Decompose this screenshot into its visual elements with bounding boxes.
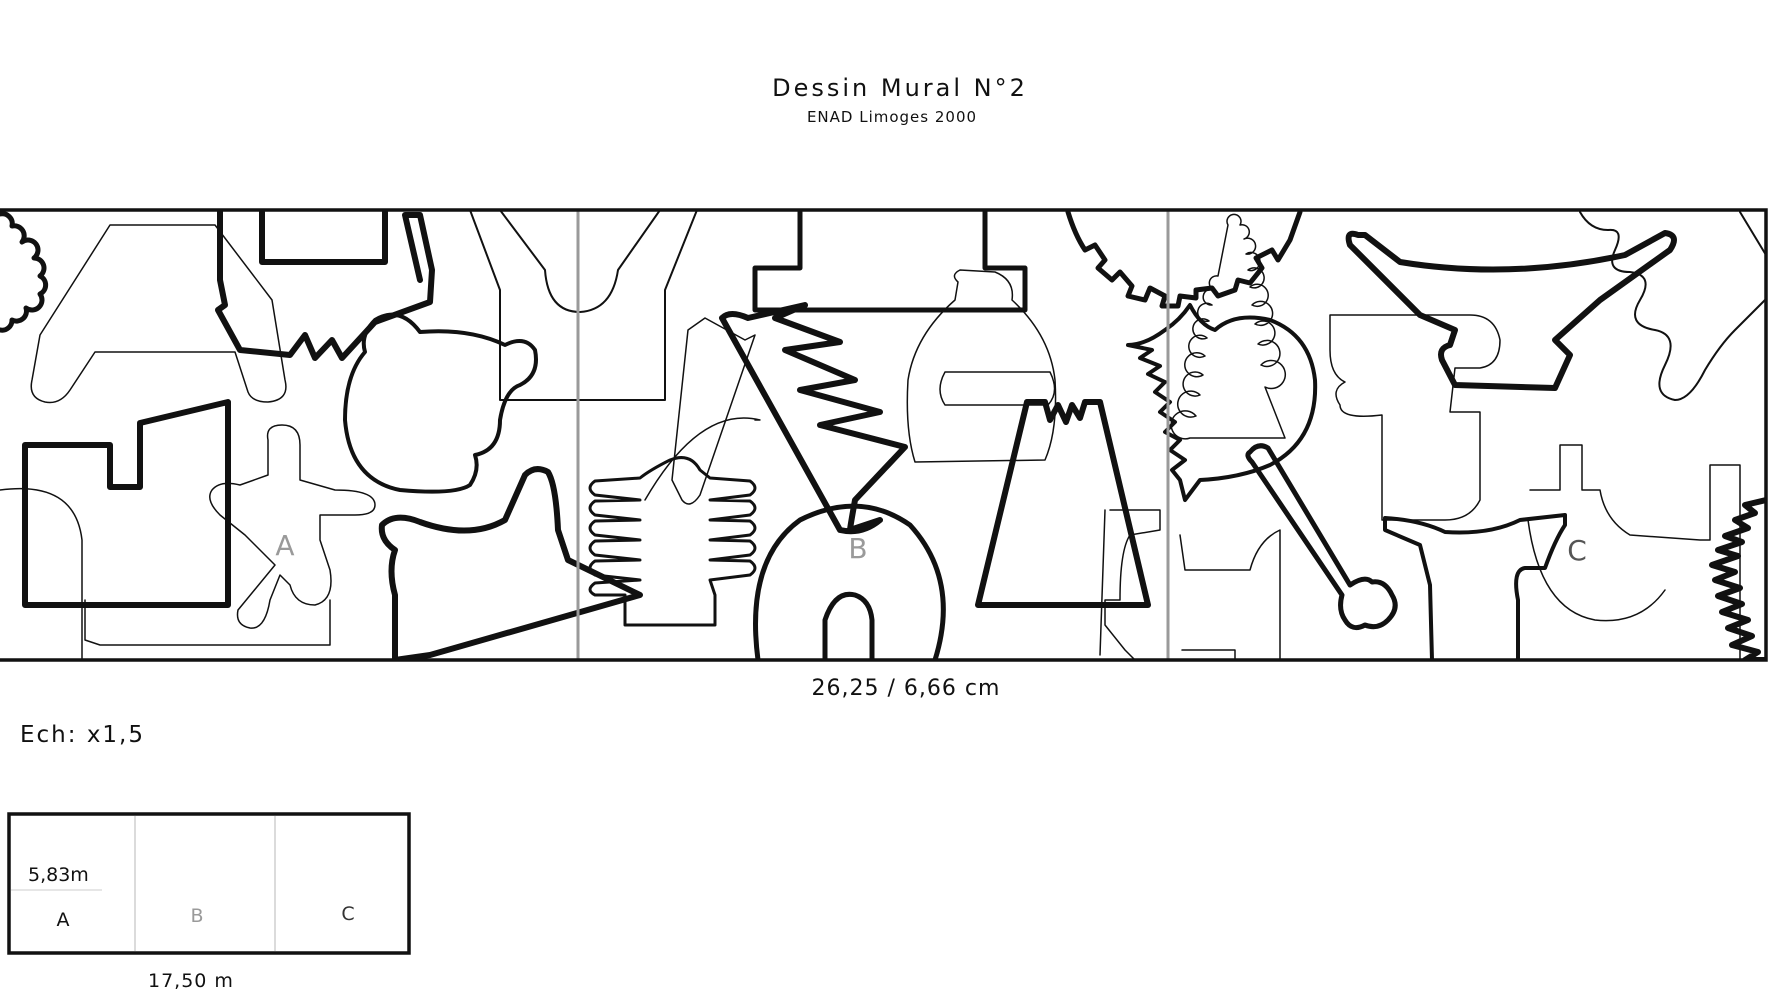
plan-section-label-c: C: [341, 903, 354, 925]
thin-stepped-shape: [1099, 509, 1161, 660]
plan-width-label: 17,50 m: [148, 970, 234, 992]
thin-rounded-block: [1329, 314, 1501, 521]
blob-shape: [343, 312, 538, 494]
bone-shape: [1245, 443, 1398, 631]
thin-bar-shape: [671, 317, 756, 505]
bold-star-shape: [378, 466, 643, 660]
thin-bracket-shape: [1179, 529, 1281, 660]
bold-zigzag-edge: [1709, 497, 1766, 660]
mural-section-label-a: A: [275, 529, 294, 562]
section-b-shapes: [469, 210, 1161, 660]
scale-label: Ech: x1,5: [20, 722, 146, 748]
mural-drawing: A B C: [0, 208, 1768, 662]
wall-plan-diagram: 5,83m A B C: [7, 812, 411, 955]
bold-arch-shape: [753, 503, 946, 660]
scalloped-edge-shape: [0, 211, 49, 333]
plan-section-label-a: A: [57, 909, 70, 931]
thin-arc-shape: [644, 417, 761, 501]
bead-stack-shape: [1170, 213, 1287, 440]
thin-y-shape: [469, 210, 698, 401]
thin-figure-outline: [209, 424, 376, 629]
thin-y-notch: [499, 210, 661, 313]
thin-corner-line: [1739, 211, 1766, 256]
section-a-shapes: [0, 210, 643, 660]
bold-top-block: [752, 210, 1028, 313]
bold-factory-outline: [22, 399, 231, 608]
drawing-subtitle: ENAD Limoges 2000: [806, 108, 978, 126]
thin-bottle-shape: [906, 269, 1057, 463]
thin-arch-shape: [0, 487, 83, 660]
speech-bubble-shape: [1126, 303, 1318, 502]
bold-zigzag-triangle: [719, 302, 908, 535]
section-c-shapes: [1065, 210, 1766, 660]
drawing-title: Dessin Mural N°2: [772, 74, 1028, 102]
mural-dimension-label: 26,25 / 6,66 cm: [811, 676, 1001, 701]
mural-section-label-b: B: [848, 532, 867, 565]
ribbed-tower-shape: [588, 456, 757, 627]
bold-gear-shape: [1065, 210, 1303, 309]
bold-trapezoid-shape: [975, 399, 1151, 608]
plan-section-label-b: B: [190, 905, 203, 927]
thin-panel-shape: [84, 599, 331, 646]
thin-stepped-right: [1527, 444, 1741, 660]
mural-section-label-c: C: [1567, 534, 1587, 567]
bold-bracket-shape: [259, 210, 388, 265]
bold-notched-block: [215, 210, 435, 361]
thin-car-shape: [30, 224, 287, 404]
bold-bowl-shape: [1345, 230, 1677, 391]
mural-frame: [0, 208, 1768, 662]
plan-frame: [7, 812, 411, 955]
plan-height-label: 5,83m: [28, 864, 89, 886]
bold-body-shape: [1383, 513, 1567, 660]
thin-wiggly-line: [1579, 211, 1766, 401]
